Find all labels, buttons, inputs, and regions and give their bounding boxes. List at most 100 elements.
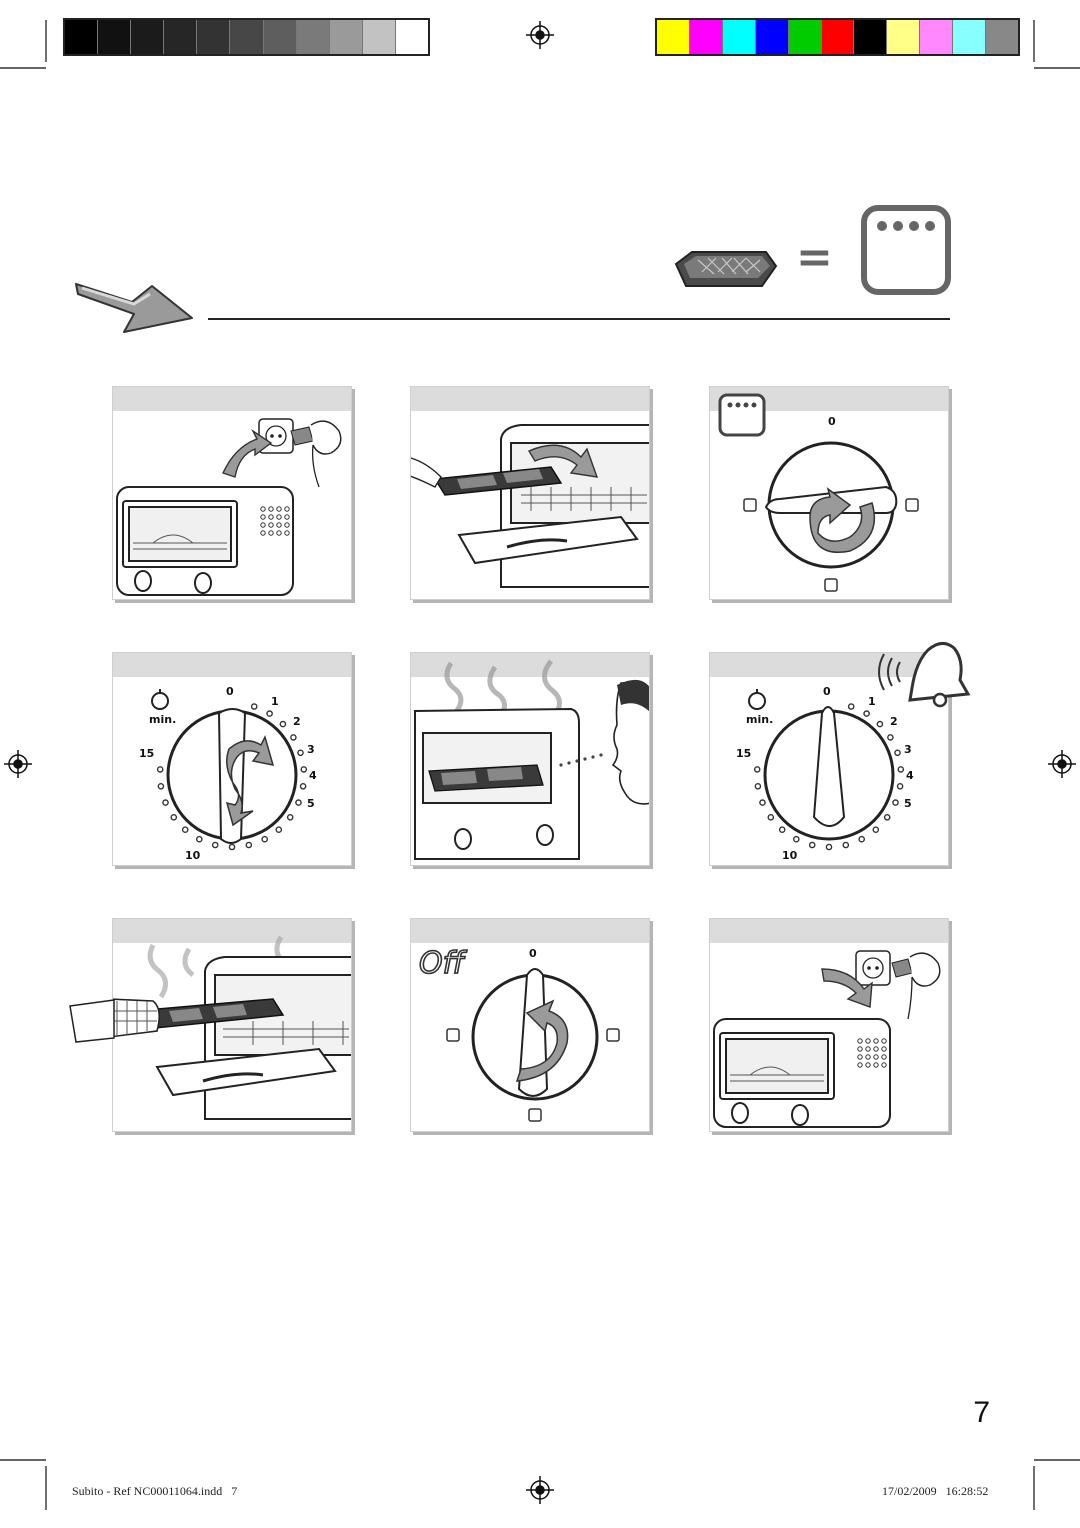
timer-tick-10: 10 bbox=[782, 849, 798, 862]
calibration-swatch bbox=[163, 20, 197, 54]
timer-dial-illustration: min. 0 1 2 3 4 5 10 15 bbox=[139, 685, 317, 862]
calibration-swatch bbox=[196, 20, 230, 54]
calibration-swatch bbox=[853, 20, 887, 54]
calibration-swatch bbox=[97, 20, 131, 54]
timer-tick-dot bbox=[842, 841, 850, 849]
color-calibration-strip bbox=[655, 18, 1020, 56]
timer-tick-dot bbox=[299, 782, 307, 790]
calibration-swatch bbox=[787, 20, 821, 54]
timer-tick-dot bbox=[295, 799, 302, 806]
step-panel-plug-in bbox=[112, 386, 352, 600]
panel-header bbox=[710, 653, 948, 677]
timer-tick-0: 0 bbox=[226, 685, 234, 698]
timer-tick-dot bbox=[858, 835, 865, 843]
bottom-heat-icon bbox=[446, 1028, 460, 1042]
registration-target-icon bbox=[4, 21, 1076, 1504]
calibration-swatch bbox=[295, 20, 329, 54]
timer-tick-dot bbox=[211, 841, 219, 849]
oven-mitt-icon bbox=[113, 998, 161, 1038]
timer-tick-2: 2 bbox=[890, 715, 898, 728]
dial-zero-label: 0 bbox=[828, 415, 836, 428]
timer-tick-dot bbox=[290, 734, 297, 741]
timer-tick-dot bbox=[156, 766, 164, 773]
section-arrow-icon bbox=[75, 283, 193, 333]
panel-header bbox=[411, 387, 649, 411]
grayscale-calibration-strip bbox=[63, 18, 430, 56]
stopwatch-icon bbox=[748, 692, 766, 710]
face-icon bbox=[611, 682, 649, 805]
timer-tick-dot bbox=[297, 749, 304, 757]
step-panel-unplug bbox=[709, 918, 949, 1132]
timer-tick-3: 3 bbox=[307, 743, 315, 756]
top-heat-icon bbox=[905, 498, 919, 512]
timer-tick-dot bbox=[754, 782, 762, 790]
timer-tick-dot bbox=[250, 703, 258, 710]
calibration-swatch bbox=[820, 20, 854, 54]
rotate-arrow-icon bbox=[225, 734, 275, 827]
step-panel-set-function: 0 bbox=[709, 386, 949, 600]
calibration-swatch bbox=[754, 20, 788, 54]
timer-tick-dot bbox=[261, 835, 268, 843]
timer-tick-5: 5 bbox=[904, 797, 912, 810]
timer-tick-dot bbox=[892, 799, 899, 806]
bell-icon bbox=[878, 642, 971, 708]
timer-tick-dot bbox=[753, 766, 761, 773]
timer-zero-illustration: min. 0 1 2 3 4 5 10 15 bbox=[736, 685, 914, 862]
timer-tick-dot bbox=[266, 710, 273, 717]
calibration-swatch bbox=[65, 20, 98, 54]
timer-tick-10: 10 bbox=[185, 849, 201, 862]
timer-tick-4: 4 bbox=[906, 769, 914, 782]
timer-tick-dot bbox=[275, 826, 283, 833]
oven-plug-in-illustration bbox=[116, 418, 342, 596]
timer-tick-dot bbox=[808, 841, 816, 849]
equals-sign: = bbox=[796, 232, 833, 283]
arm-sleeve bbox=[69, 999, 115, 1043]
timer-tick-5: 5 bbox=[307, 797, 315, 810]
timer-tick-dot bbox=[196, 835, 203, 843]
timer-tick-0: 0 bbox=[823, 685, 831, 698]
off-label: Off bbox=[419, 946, 468, 981]
section-divider bbox=[208, 318, 950, 320]
timer-tick-dot bbox=[847, 703, 855, 710]
calibration-swatch bbox=[130, 20, 164, 54]
timer-tick-1: 1 bbox=[271, 695, 279, 708]
panel-header bbox=[411, 919, 649, 943]
calibration-swatch bbox=[952, 20, 986, 54]
timer-tick-15: 15 bbox=[736, 747, 751, 760]
oven-unplug-illustration bbox=[713, 950, 941, 1128]
footer-date-time: 17/02/2009 16:28:52 bbox=[882, 1484, 989, 1498]
step-panel-timer-ring: min. 0 1 2 3 4 5 10 15 bbox=[709, 652, 949, 866]
rotate-arrow-icon bbox=[515, 999, 569, 1082]
timer-tick-3: 3 bbox=[904, 743, 912, 756]
timer-tick-dot bbox=[863, 710, 870, 717]
toast-mode-icon bbox=[861, 205, 951, 295]
timer-tick-dot bbox=[876, 720, 884, 728]
timer-tick-dot bbox=[162, 799, 169, 806]
timer-unit-label: min. bbox=[149, 713, 176, 726]
panel-header bbox=[113, 653, 351, 677]
timer-tick-dot bbox=[894, 749, 901, 757]
timer-tick-dot bbox=[300, 766, 308, 773]
panel-header bbox=[113, 387, 351, 411]
calibration-swatch bbox=[657, 20, 689, 54]
step-panel-turn-off: Off 0 bbox=[410, 918, 650, 1132]
page-number: 7 bbox=[973, 1396, 990, 1429]
timer-tick-4: 4 bbox=[309, 769, 317, 782]
timer-tick-dot bbox=[157, 782, 165, 790]
function-dial-illustration: 0 bbox=[718, 393, 919, 592]
timer-tick-dot bbox=[279, 720, 287, 728]
timer-tick-dot bbox=[181, 826, 189, 833]
timer-tick-dot bbox=[896, 782, 904, 790]
timer-tick-dot bbox=[245, 841, 253, 849]
off-dial-illustration: Off 0 bbox=[418, 945, 620, 1122]
calibration-swatch bbox=[721, 20, 755, 54]
stopwatch-icon bbox=[151, 692, 169, 710]
toast-slice-icon bbox=[674, 251, 778, 287]
top-bottom-heat-icon bbox=[824, 578, 838, 592]
calibration-swatch bbox=[394, 20, 429, 54]
insert-tray-illustration bbox=[411, 424, 649, 588]
toast-mode-icon bbox=[718, 393, 766, 437]
remove-tray-illustration bbox=[113, 935, 351, 1120]
panel-header bbox=[710, 919, 948, 943]
timer-tick-dot bbox=[825, 843, 833, 851]
